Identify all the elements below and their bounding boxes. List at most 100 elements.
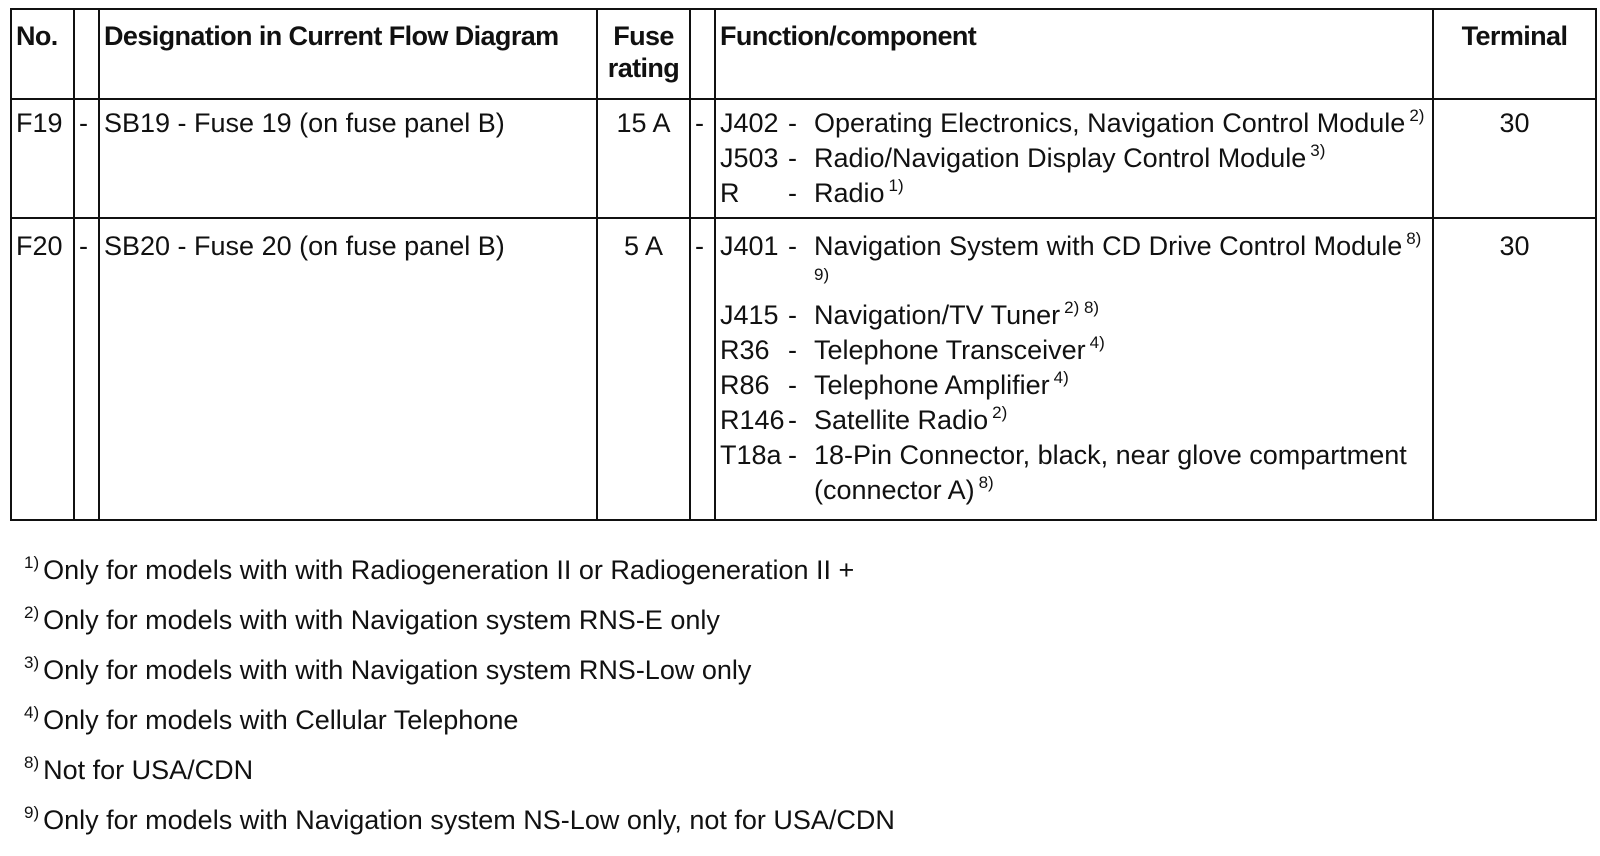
component-dash: - <box>788 405 797 435</box>
component-code: R <box>720 178 740 208</box>
function-line: J402 - Operating Electronics, Navigation… <box>720 106 1428 141</box>
header-fuse-line1: Fuse <box>613 21 674 51</box>
table-row-f20: F20 - SB20 - Fuse 20 (on fuse panel B) 5… <box>10 217 1597 521</box>
function-line: J401 - Navigation System with CD Drive C… <box>720 229 1428 264</box>
component-description: Operating Electronics, Navigation Contro… <box>814 106 1428 141</box>
component-text: Operating Electronics, Navigation Contro… <box>814 108 1406 138</box>
component-description: (connector A)8) <box>814 473 1428 508</box>
cell-terminal: 30 <box>1432 217 1597 521</box>
cell-dash: - <box>73 217 100 521</box>
footnote-ref: 3) <box>1310 141 1326 160</box>
footnote-mark: 9) <box>24 803 40 822</box>
component-code: J401 <box>720 231 779 261</box>
component-text: Radio/Navigation Display Control Module <box>814 143 1307 173</box>
component-text: Navigation System with CD Drive Control … <box>814 231 1403 261</box>
component-dash: - <box>788 300 797 330</box>
component-dash: - <box>788 108 797 138</box>
component-dash <box>788 473 814 508</box>
cell-fuse-rating: 5 A <box>596 217 691 521</box>
component-text: 18-Pin Connector, black, near glove comp… <box>814 440 1407 470</box>
component-code <box>720 473 788 508</box>
table-header-row: No. Designation in Current Flow Diagram … <box>10 8 1597 100</box>
footnote: 1)Only for models with with Radiogenerat… <box>24 545 895 595</box>
function-line: T18a - 18-Pin Connector, black, near glo… <box>720 438 1428 473</box>
footnote-text: Only for models with with Radiogeneratio… <box>43 555 855 585</box>
component-code: J402 <box>720 108 779 138</box>
footnote-text: Only for models with Navigation system N… <box>43 805 895 835</box>
component-text: Radio <box>814 178 885 208</box>
component-dash: - <box>788 370 797 400</box>
component-text: Telephone Transceiver <box>814 335 1086 365</box>
header-function: Function/component <box>714 8 1434 100</box>
cell-dash-2: - <box>689 217 716 521</box>
footnote: 9)Only for models with Navigation system… <box>24 795 895 845</box>
footnote-ref: 2) <box>992 403 1008 422</box>
footnote-ref: 4) <box>1053 368 1069 387</box>
footnote: 8)Not for USA/CDN <box>24 745 895 795</box>
cell-dash-2: - <box>689 98 716 219</box>
footnote-ref: 1) <box>888 176 904 195</box>
component-description: 18-Pin Connector, black, near glove comp… <box>814 438 1428 473</box>
header-no: No. <box>10 8 75 100</box>
component-dash: - <box>788 143 797 173</box>
cell-designation: SB20 - Fuse 20 (on fuse panel B) <box>98 217 598 521</box>
footnote: 3)Only for models with with Navigation s… <box>24 645 895 695</box>
footnote-text: Not for USA/CDN <box>43 755 254 785</box>
header-fuse-rating: Fuse rating <box>596 8 691 100</box>
header-spacer-2 <box>689 8 716 100</box>
component-text: Navigation/TV Tuner <box>814 300 1061 330</box>
cell-no: F19 <box>10 98 75 219</box>
header-fuse-line2: rating <box>607 53 680 83</box>
footnote-ref: 8) <box>1406 229 1422 248</box>
component-text: Satellite Radio <box>814 405 989 435</box>
component-code: R36 <box>720 335 770 365</box>
component-dash: - <box>788 440 797 470</box>
header-terminal: Terminal <box>1432 8 1597 100</box>
footnote-mark: 2) <box>24 603 40 622</box>
footnote-ref-continuation: 9) <box>814 265 830 284</box>
component-dash: - <box>788 231 797 261</box>
footnote-mark: 1) <box>24 553 40 572</box>
cell-dash: - <box>73 98 100 219</box>
component-code: R86 <box>720 370 770 400</box>
component-description: Navigation System with CD Drive Control … <box>814 229 1428 264</box>
footnote-mark: 4) <box>24 703 40 722</box>
function-line: (connector A)8) <box>720 473 1428 508</box>
component-text: Telephone Amplifier <box>814 370 1050 400</box>
footnote-ref: 2) <box>1409 106 1425 125</box>
component-dash: - <box>788 335 797 365</box>
cell-fuse-rating: 15 A <box>596 98 691 219</box>
component-dash: - <box>788 178 797 208</box>
function-line: J503 - Radio/Navigation Display Control … <box>720 141 1428 176</box>
component-code: J503 <box>720 143 779 173</box>
footnote-text: Only for models with Cellular Telephone <box>43 705 519 735</box>
table-row-f19: F19 - SB19 - Fuse 19 (on fuse panel B) 1… <box>10 98 1597 219</box>
component-text: (connector A) <box>814 475 975 505</box>
cell-designation: SB19 - Fuse 19 (on fuse panel B) <box>98 98 598 219</box>
component-code: J415 <box>720 300 779 330</box>
cell-function-list: J402 - Operating Electronics, Navigation… <box>714 98 1434 219</box>
header-designation: Designation in Current Flow Diagram <box>98 8 598 100</box>
component-code: T18a <box>720 440 782 470</box>
header-spacer <box>73 8 100 100</box>
cell-function-list: J401 - Navigation System with CD Drive C… <box>714 217 1434 521</box>
footnote: 2)Only for models with with Navigation s… <box>24 595 895 645</box>
cell-no: F20 <box>10 217 75 521</box>
footnote-mark: 8) <box>24 753 40 772</box>
fuse-table: No. Designation in Current Flow Diagram … <box>10 8 1597 521</box>
footnote-mark: 3) <box>24 653 40 672</box>
component-code: R146 <box>720 405 785 435</box>
footnote-ref: 4) <box>1089 333 1105 352</box>
